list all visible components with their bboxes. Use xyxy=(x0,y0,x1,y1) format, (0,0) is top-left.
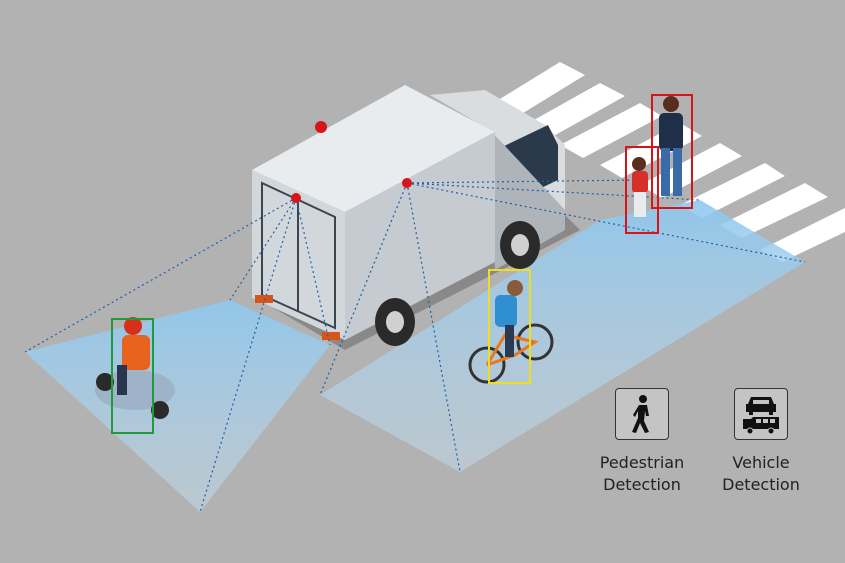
legend-vehicle-line2: Detection xyxy=(722,475,800,494)
sensor-top xyxy=(315,121,327,133)
legend-pedestrian-line1: Pedestrian xyxy=(599,453,685,472)
sensor-rear xyxy=(291,193,301,203)
sensor-rays xyxy=(24,179,806,513)
legend-vehicle-line1: Vehicle xyxy=(732,453,790,472)
pedestrian-child-detection-box xyxy=(625,146,659,234)
scooter-detection-box xyxy=(111,318,154,434)
vehicle-icon xyxy=(734,388,788,440)
right-detection-zone xyxy=(320,200,805,472)
cyclist xyxy=(468,280,554,384)
left-detection-zone xyxy=(25,300,330,512)
legend-vehicle-detection: Vehicle Detection xyxy=(706,388,816,496)
pedestrian-icon xyxy=(615,388,669,440)
pedestrian-adult xyxy=(659,96,683,196)
scooter-rider xyxy=(95,317,175,419)
truck xyxy=(252,85,565,346)
sensor-side xyxy=(402,178,412,188)
pedestrian-adult-detection-box xyxy=(651,94,693,209)
cyclist-detection-box xyxy=(488,269,531,384)
legend-pedestrian-line2: Detection xyxy=(603,475,681,494)
pedestrian-child xyxy=(632,157,648,217)
legend-pedestrian-detection: Pedestrian Detection xyxy=(587,388,697,496)
